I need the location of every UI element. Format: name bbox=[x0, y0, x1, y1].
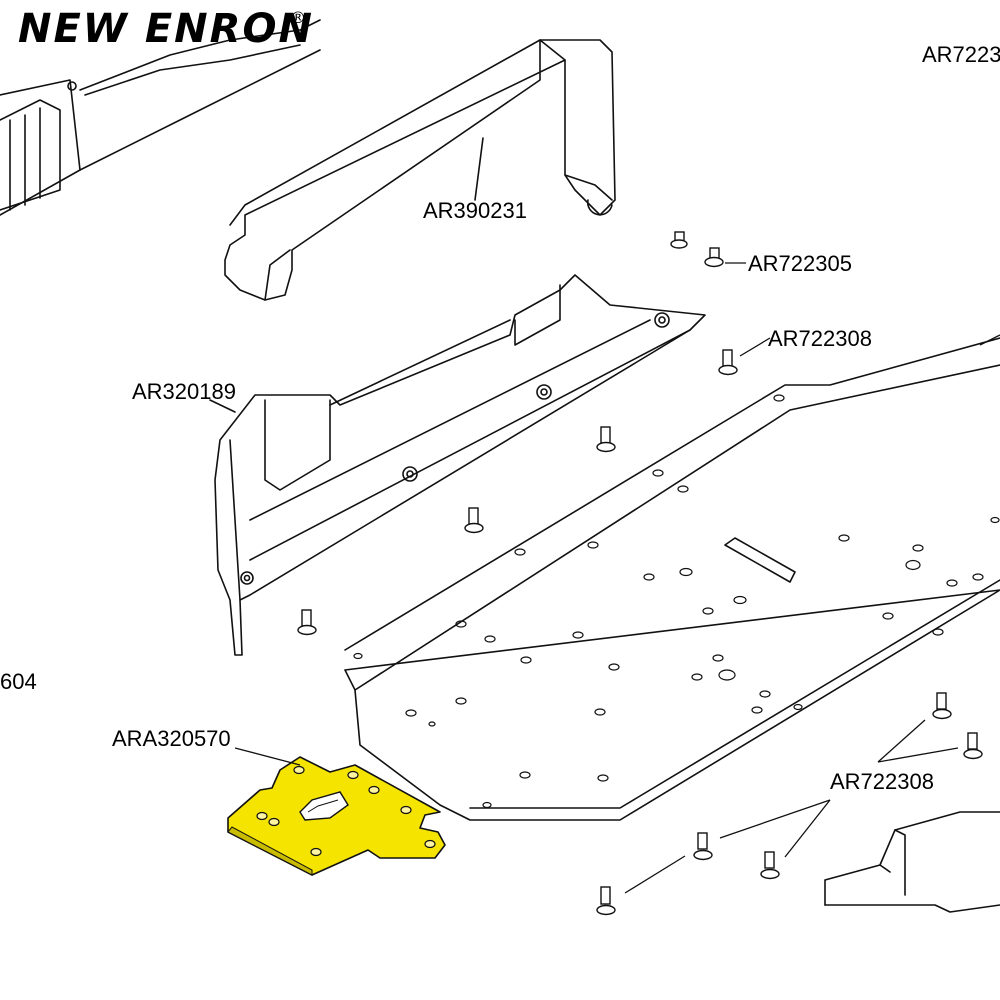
screws bbox=[297, 231, 983, 916]
callout-ar722308-bottom: AR722308 bbox=[830, 769, 934, 794]
screw-icon bbox=[932, 692, 952, 720]
screw-icon bbox=[760, 851, 780, 880]
screw-icon bbox=[297, 609, 317, 636]
screw-icon bbox=[596, 426, 616, 453]
side-guard-part-ar320189 bbox=[214, 274, 706, 656]
chassis-plate-part bbox=[344, 337, 1000, 821]
chassis-holes bbox=[353, 394, 1000, 809]
screw-icon bbox=[718, 349, 738, 376]
callout-ar722305: AR722305 bbox=[748, 251, 852, 276]
screw-icon bbox=[963, 732, 983, 760]
screw-icon bbox=[464, 507, 484, 534]
leader-ar320189 bbox=[209, 399, 236, 413]
leader-ar390231 bbox=[474, 137, 484, 201]
callout-ar7223-partial: AR7223 bbox=[922, 42, 1000, 67]
registered-mark: ® bbox=[290, 8, 306, 27]
callout-ara320570: ARA320570 bbox=[112, 726, 231, 751]
bottom-right-partial-part bbox=[824, 811, 1000, 913]
leader-lines bbox=[624, 262, 1000, 894]
leader-ara320570 bbox=[234, 747, 301, 766]
brand-logo: NEW ENRON bbox=[18, 6, 314, 52]
highlighted-plate-ara320570 bbox=[227, 756, 446, 876]
screw-icon bbox=[670, 231, 688, 249]
screw-icon bbox=[704, 247, 724, 268]
callout-ar320189: AR320189 bbox=[132, 379, 236, 404]
top-left-tray-part bbox=[0, 19, 321, 216]
screw-icon bbox=[596, 886, 616, 916]
bracket-part-ar390231 bbox=[224, 39, 616, 301]
screw-icon bbox=[693, 832, 713, 861]
callout-partial-604: 604 bbox=[0, 669, 37, 694]
callout-ar390231: AR390231 bbox=[423, 198, 527, 223]
callout-ar722308-top: AR722308 bbox=[768, 326, 872, 351]
leader-ar722308-top bbox=[739, 337, 771, 357]
